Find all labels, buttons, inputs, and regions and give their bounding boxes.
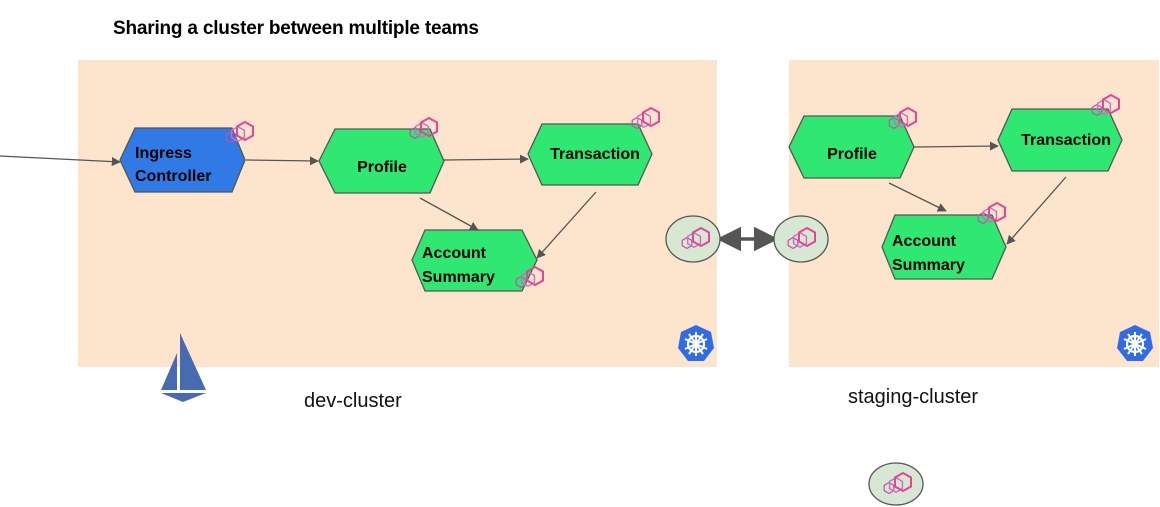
svg-text:Summary: Summary bbox=[892, 257, 965, 274]
edge-staging-transaction-account bbox=[1006, 176, 1067, 245]
legend-gateway bbox=[868, 462, 924, 506]
staging-cluster-label: staging-cluster bbox=[848, 386, 979, 408]
node-ingress-controller[interactable]: Ingress Controller bbox=[119, 121, 254, 193]
edge-staging-profile-account bbox=[888, 182, 947, 212]
edge-profile-transaction bbox=[443, 154, 529, 164]
svg-text:Summary: Summary bbox=[422, 269, 495, 286]
edge-staging-profile-transaction bbox=[913, 141, 999, 151]
node-dev-account-summary[interactable]: Account Summary bbox=[411, 229, 544, 292]
svg-text:Account: Account bbox=[892, 233, 957, 250]
edge-ingress-profile bbox=[245, 156, 319, 166]
svg-text:Ingress: Ingress bbox=[135, 145, 192, 162]
svg-text:Transaction: Transaction bbox=[550, 146, 640, 163]
istio-icon bbox=[161, 333, 206, 402]
node-dev-profile[interactable]: Profile bbox=[318, 117, 445, 194]
diagram-title: Sharing a cluster between multiple teams bbox=[113, 18, 479, 39]
staging-gateway[interactable] bbox=[773, 215, 829, 263]
node-staging-transaction[interactable]: Transaction bbox=[997, 94, 1123, 172]
svg-text:Profile: Profile bbox=[827, 146, 877, 163]
node-dev-transaction[interactable]: Transaction bbox=[527, 107, 660, 186]
svg-text:Transaction: Transaction bbox=[1021, 132, 1111, 149]
node-staging-account-summary[interactable]: Account Summary bbox=[881, 202, 1007, 280]
dev-cluster-box bbox=[78, 60, 717, 367]
svg-text:Profile: Profile bbox=[357, 159, 407, 176]
dev-cluster-label: dev-cluster bbox=[304, 390, 402, 412]
edge-profile-account bbox=[419, 197, 479, 231]
svg-text:Account: Account bbox=[422, 245, 487, 262]
dev-gateway[interactable] bbox=[665, 215, 721, 263]
edge-transaction-account bbox=[536, 191, 597, 259]
node-staging-profile[interactable]: Profile bbox=[788, 107, 917, 179]
edge-external-ingress bbox=[0, 155, 121, 167]
svg-text:Controller: Controller bbox=[135, 168, 211, 185]
